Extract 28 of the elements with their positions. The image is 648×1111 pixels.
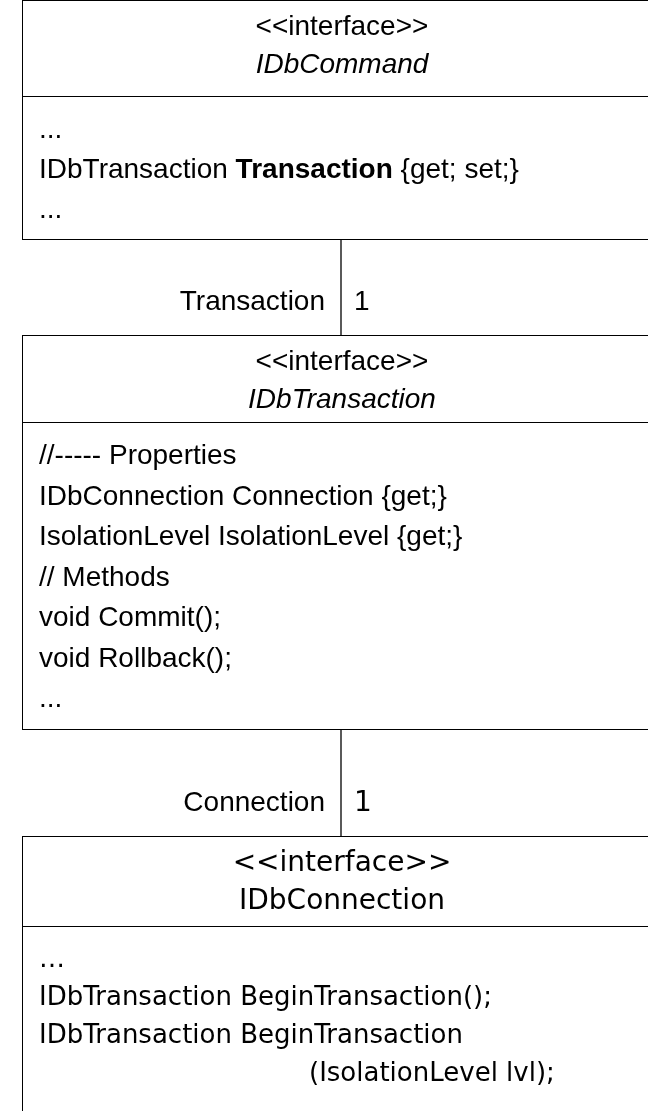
member-line: void Rollback();: [39, 640, 233, 675]
class-name: IDbTransaction: [248, 382, 436, 416]
multiplicity: 1: [354, 284, 370, 318]
member-line: void Commit();: [39, 600, 222, 634]
class-box: [22, 836, 648, 1111]
stereotype: <<interface>>: [255, 344, 429, 378]
class-name: IDbConnection: [239, 882, 445, 918]
member-line: …: [39, 942, 66, 975]
member-line: //----- Properties: [39, 438, 238, 472]
stereotype: <<interface>>: [255, 9, 429, 43]
member-line: IDbTransaction BeginTransaction (IsolationLevel lvl);: [39, 1018, 556, 1089]
member-line: ...: [39, 112, 64, 146]
member-line: // Methods: [39, 559, 171, 594]
class-box: [22, 335, 648, 730]
member-line: IDbTransaction BeginTransaction();: [39, 980, 494, 1013]
class-box: [22, 0, 648, 240]
member-line: ...: [39, 192, 64, 226]
association-line: [340, 729, 342, 837]
member-line: IDbTransaction Transaction {get; set;}: [39, 152, 520, 186]
member-line: IsolationLevel IsolationLevel {get;}: [39, 519, 464, 553]
association-line: [340, 239, 342, 336]
class-name: IDbCommand: [255, 47, 429, 81]
member-line: IDbConnection Connection {get;}: [39, 478, 448, 513]
role-name: Connection: [182, 785, 325, 819]
stereotype: <<interface>>: [232, 844, 452, 880]
role-name: Transaction: [178, 284, 325, 318]
multiplicity: 1: [354, 785, 372, 819]
member-line: ...: [39, 681, 64, 715]
